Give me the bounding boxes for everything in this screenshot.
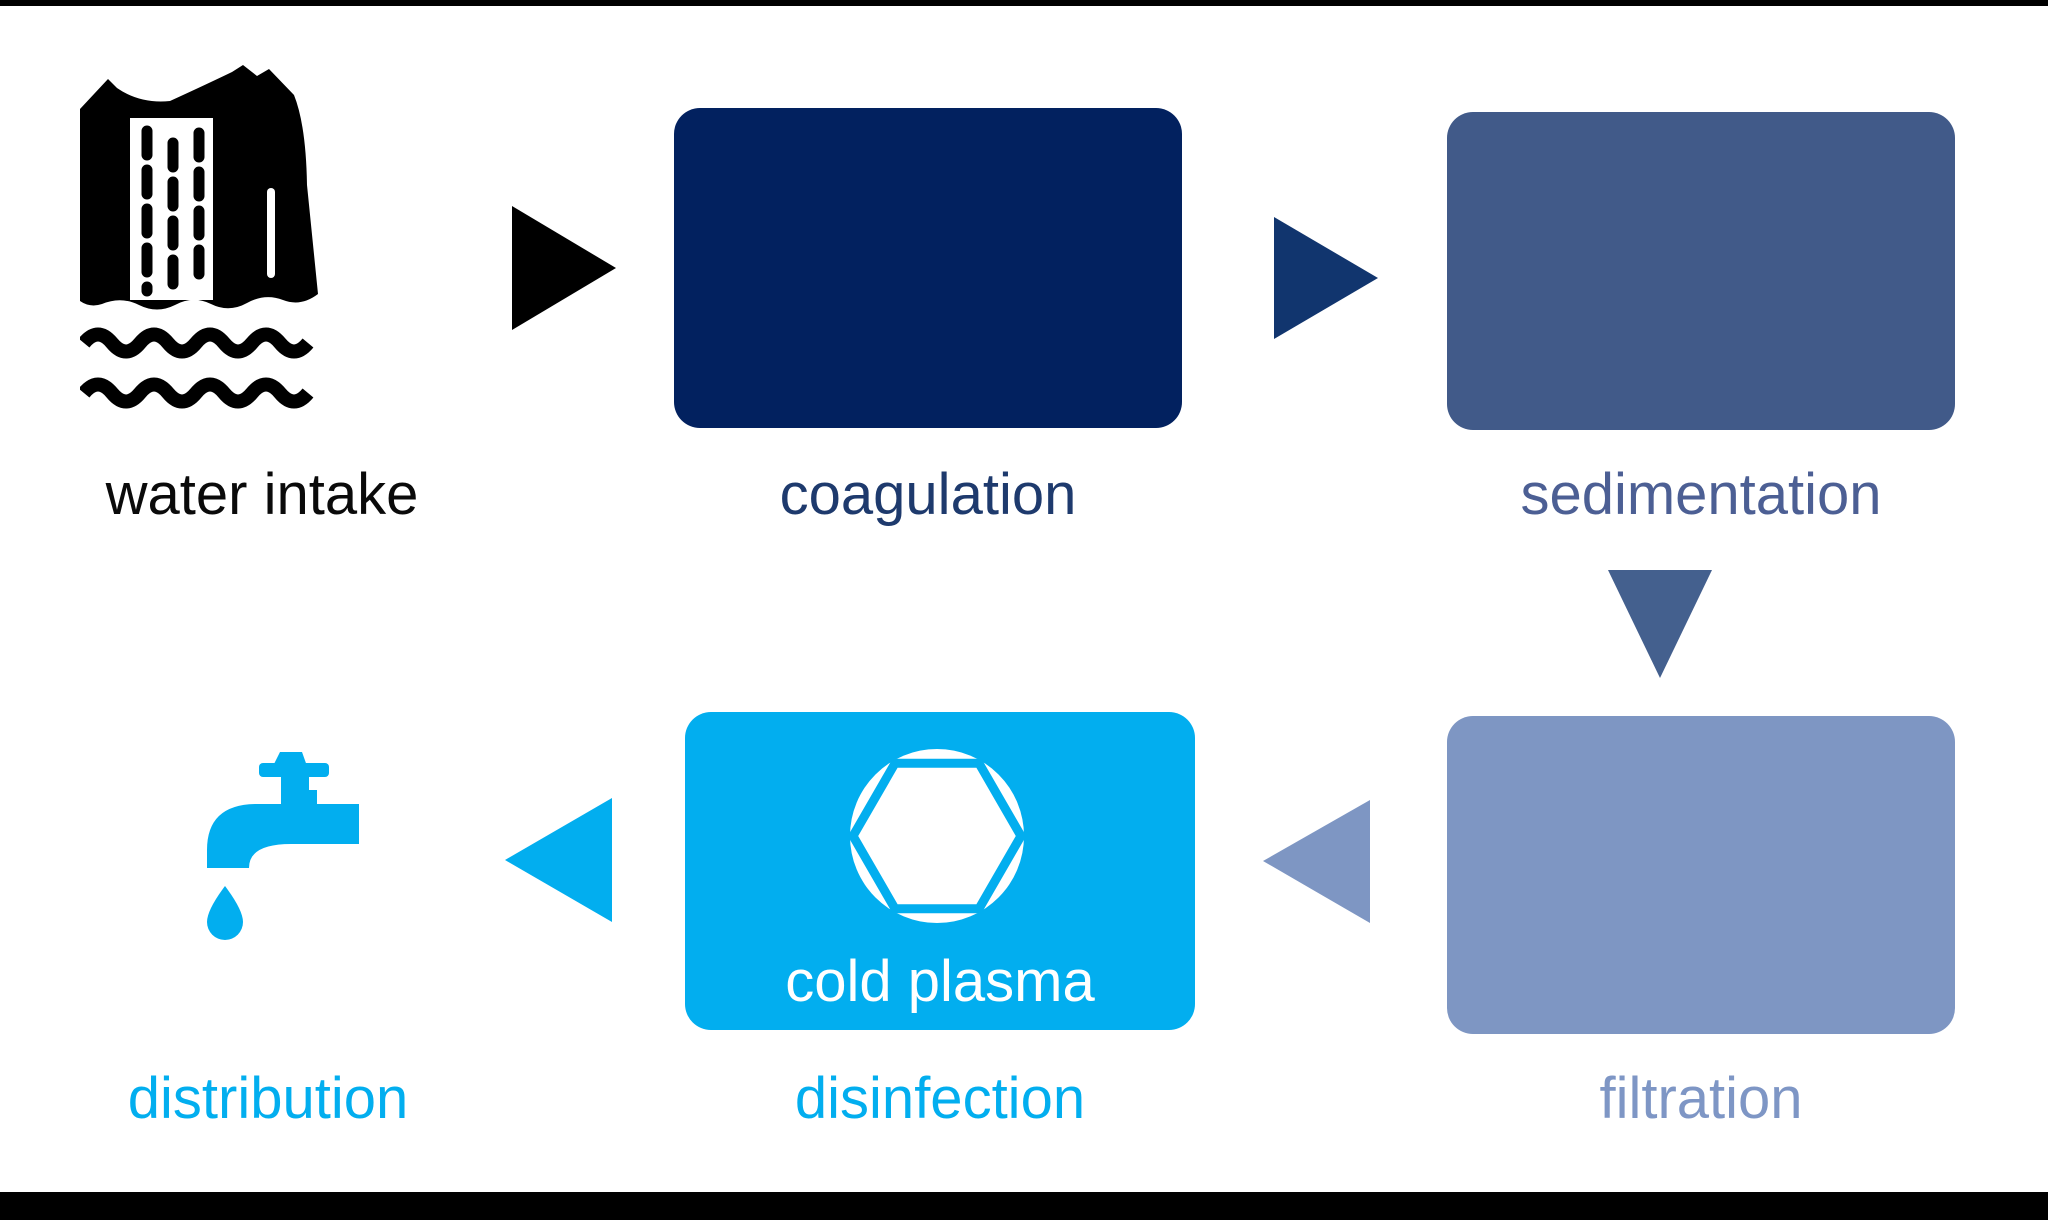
hexagon-icon-hex bbox=[850, 758, 1024, 914]
waterfall-icon bbox=[80, 65, 318, 409]
water-drop bbox=[207, 886, 243, 940]
faucet-body-spout bbox=[207, 804, 359, 868]
arrow-left-icon-disinfection-to-distribution bbox=[505, 798, 612, 922]
arrow-down-icon-sedimentation-to-filtration bbox=[1608, 570, 1712, 678]
faucet-handle-nub bbox=[273, 752, 307, 766]
faucet-stem bbox=[281, 774, 317, 806]
coagulation-box bbox=[674, 108, 1182, 428]
arrow-right-icon-coagulation-to-sedimentation bbox=[1274, 217, 1378, 339]
faucet-icon bbox=[207, 752, 359, 940]
sedimentation-box bbox=[1447, 112, 1955, 430]
stage-label-disinfection: disinfection bbox=[794, 1066, 1086, 1131]
bottom-border-bar bbox=[0, 1192, 2048, 1220]
rock-crevice bbox=[267, 188, 275, 278]
top-border-bar bbox=[0, 0, 2048, 6]
water-waves bbox=[80, 327, 314, 409]
disinfection-box-text: cold plasma bbox=[785, 949, 1095, 1014]
stage-label-water-intake: water intake bbox=[105, 462, 419, 527]
waterfall-stream-dashes bbox=[141, 125, 205, 301]
arrow-right-icon-intake-to-coagulation bbox=[512, 206, 616, 330]
stage-label-filtration: filtration bbox=[1599, 1066, 1803, 1131]
filtration-box bbox=[1447, 716, 1955, 1034]
stage-label-coagulation: coagulation bbox=[779, 462, 1077, 527]
stage-label-distribution: distribution bbox=[127, 1066, 409, 1131]
arrow-left-icon-filtration-to-disinfection bbox=[1263, 800, 1370, 923]
stage-label-sedimentation: sedimentation bbox=[1520, 462, 1882, 527]
faucet-handle-bar bbox=[259, 763, 329, 777]
hexagon-ring-icon bbox=[850, 749, 1024, 923]
